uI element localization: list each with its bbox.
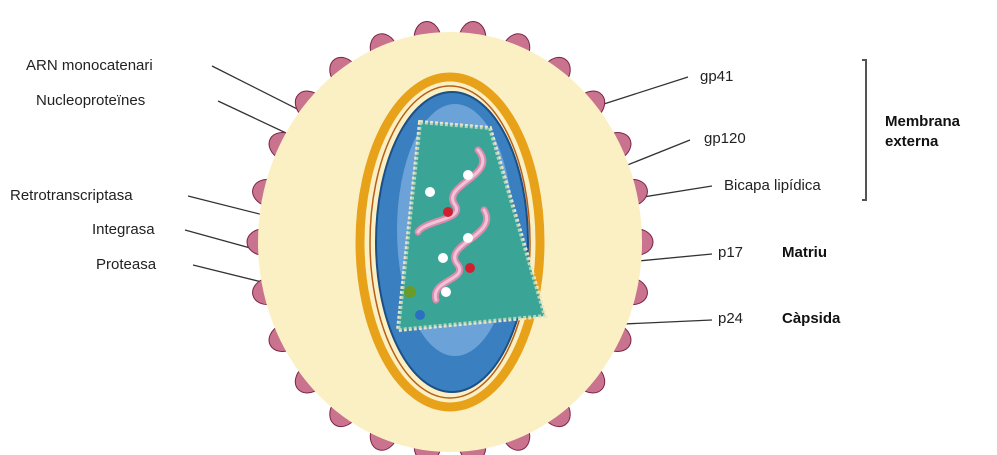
nucleoprotein: [441, 287, 451, 297]
reverse-transcriptase: [465, 263, 475, 273]
reverse-transcriptase: [443, 207, 453, 217]
protease: [415, 310, 425, 320]
label-matrix: Matriu: [782, 244, 827, 262]
label-p24: p24: [718, 310, 743, 328]
label-gp41: gp41: [700, 68, 733, 86]
label-integrase: Integrasa: [92, 221, 155, 239]
nucleoprotein: [425, 187, 435, 197]
label-arn: ARN monocatenari: [26, 57, 153, 75]
label-reverse-transcriptase: Retrotranscriptasa: [10, 187, 133, 205]
label-protease: Proteasa: [96, 256, 156, 274]
label-gp120: gp120: [704, 130, 746, 148]
label-nucleoproteins: Nucleoproteïnes: [36, 92, 145, 110]
nucleoprotein: [438, 253, 448, 263]
integrase: [404, 286, 416, 298]
label-outer-membrane: Membrana externa: [885, 112, 960, 152]
label-p17: p17: [718, 244, 743, 262]
nucleoprotein: [463, 170, 473, 180]
membrane-bracket: [862, 60, 866, 200]
label-capsid: Càpsida: [782, 310, 840, 328]
nucleoprotein: [463, 233, 473, 243]
label-lipid-bilayer: Bicapa lipídica: [724, 177, 821, 195]
